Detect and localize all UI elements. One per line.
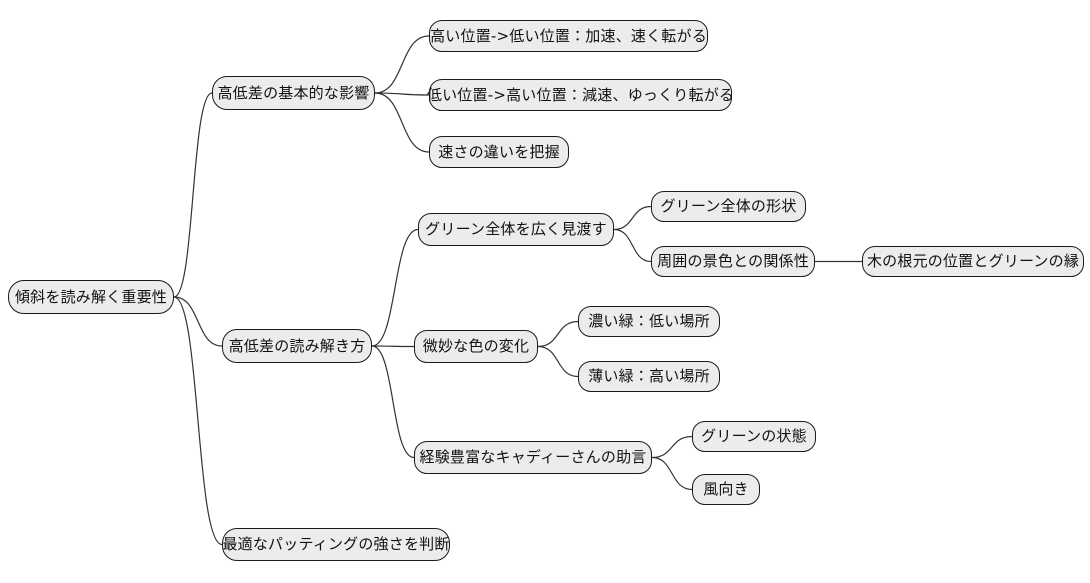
node-dark-green-low[interactable]: 濃い緑：低い場所 (578, 306, 720, 337)
node-green-shape-label: グリーン全体の形状 (660, 197, 797, 215)
node-high-to-low[interactable]: 高い位置->低い位置：加速、速く転がる (429, 20, 708, 52)
node-surroundings-relation-label: 周囲の景色との関係性 (657, 252, 809, 270)
edge-basic-to-low-to-high (374, 92, 430, 96)
node-low-to-high[interactable]: 低い位置->高い位置：減速、ゆっくり転がる (426, 79, 735, 111)
node-green-overview-label: グリーン全体を広く見渡す (425, 220, 607, 238)
edge-overview-to-green-shape (613, 205, 652, 231)
edge-caddie-to-green-condition (651, 435, 693, 459)
node-light-green-high[interactable]: 薄い緑：高い場所 (578, 361, 720, 392)
node-basic-influence[interactable]: 高低差の基本的な影響 (212, 76, 375, 110)
node-dark-green-low-label: 濃い緑：低い場所 (588, 312, 710, 330)
node-reading-method-label: 高低差の読み解き方 (228, 336, 366, 355)
edge-root-to-basic-influence (173, 92, 213, 298)
node-tree-base-and-green-edge-label: 木の根元の位置とグリーンの縁 (866, 252, 1080, 270)
node-speed-difference-label: 速さの違いを把握 (438, 142, 560, 161)
node-surroundings-relation[interactable]: 周囲の景色との関係性 (651, 246, 815, 277)
node-root-label: 傾斜を読み解く重要性 (14, 287, 167, 306)
node-optimal-putting-strength[interactable]: 最適なパッティングの強さを判断 (222, 528, 450, 561)
edge-basic-to-speed-difference (374, 92, 430, 153)
node-root[interactable]: 傾斜を読み解く重要性 (8, 280, 174, 314)
node-subtle-color-change[interactable]: 微妙な色の変化 (414, 330, 538, 363)
edge-color-to-dark-green (537, 320, 579, 348)
node-wind-direction-label: 風向き (703, 480, 749, 498)
node-caddie-advice[interactable]: 経験豊富なキャディーさんの助言 (414, 441, 652, 474)
edge-overview-to-surroundings (613, 228, 652, 263)
edge-reading-to-caddie-advice (371, 345, 415, 459)
edge-caddie-to-wind-direction (651, 456, 693, 491)
node-green-condition[interactable]: グリーンの状態 (692, 421, 816, 452)
node-green-condition-label: グリーンの状態 (701, 427, 807, 445)
node-green-shape[interactable]: グリーン全体の形状 (651, 191, 806, 222)
node-optimal-putting-strength-label: 最適なパッティングの強さを判断 (222, 535, 450, 553)
node-basic-influence-label: 高低差の基本的な影響 (217, 83, 370, 102)
node-subtle-color-change-label: 微妙な色の変化 (422, 337, 530, 355)
edge-root-to-putting-strength (173, 296, 223, 546)
edge-reading-to-color-change (371, 345, 415, 348)
node-caddie-advice-label: 経験豊富なキャディーさんの助言 (419, 448, 647, 466)
node-low-to-high-label: 低い位置->高い位置：減速、ゆっくり転がる (426, 85, 735, 104)
node-high-to-low-label: 高い位置->低い位置：加速、速く転がる (430, 26, 707, 45)
node-green-overview[interactable]: グリーン全体を広く見渡す (418, 213, 614, 246)
node-tree-base-and-green-edge[interactable]: 木の根元の位置とグリーンの縁 (862, 246, 1084, 277)
node-speed-difference[interactable]: 速さの違いを把握 (429, 136, 569, 168)
node-light-green-high-label: 薄い緑：高い場所 (588, 367, 710, 385)
edge-reading-to-overview (371, 228, 419, 347)
node-reading-method[interactable]: 高低差の読み解き方 (222, 329, 372, 363)
edge-root-to-reading-method (173, 296, 223, 347)
edge-basic-to-high-to-low (374, 35, 430, 94)
node-wind-direction[interactable]: 風向き (692, 474, 760, 505)
edge-color-to-light-green (537, 345, 579, 378)
